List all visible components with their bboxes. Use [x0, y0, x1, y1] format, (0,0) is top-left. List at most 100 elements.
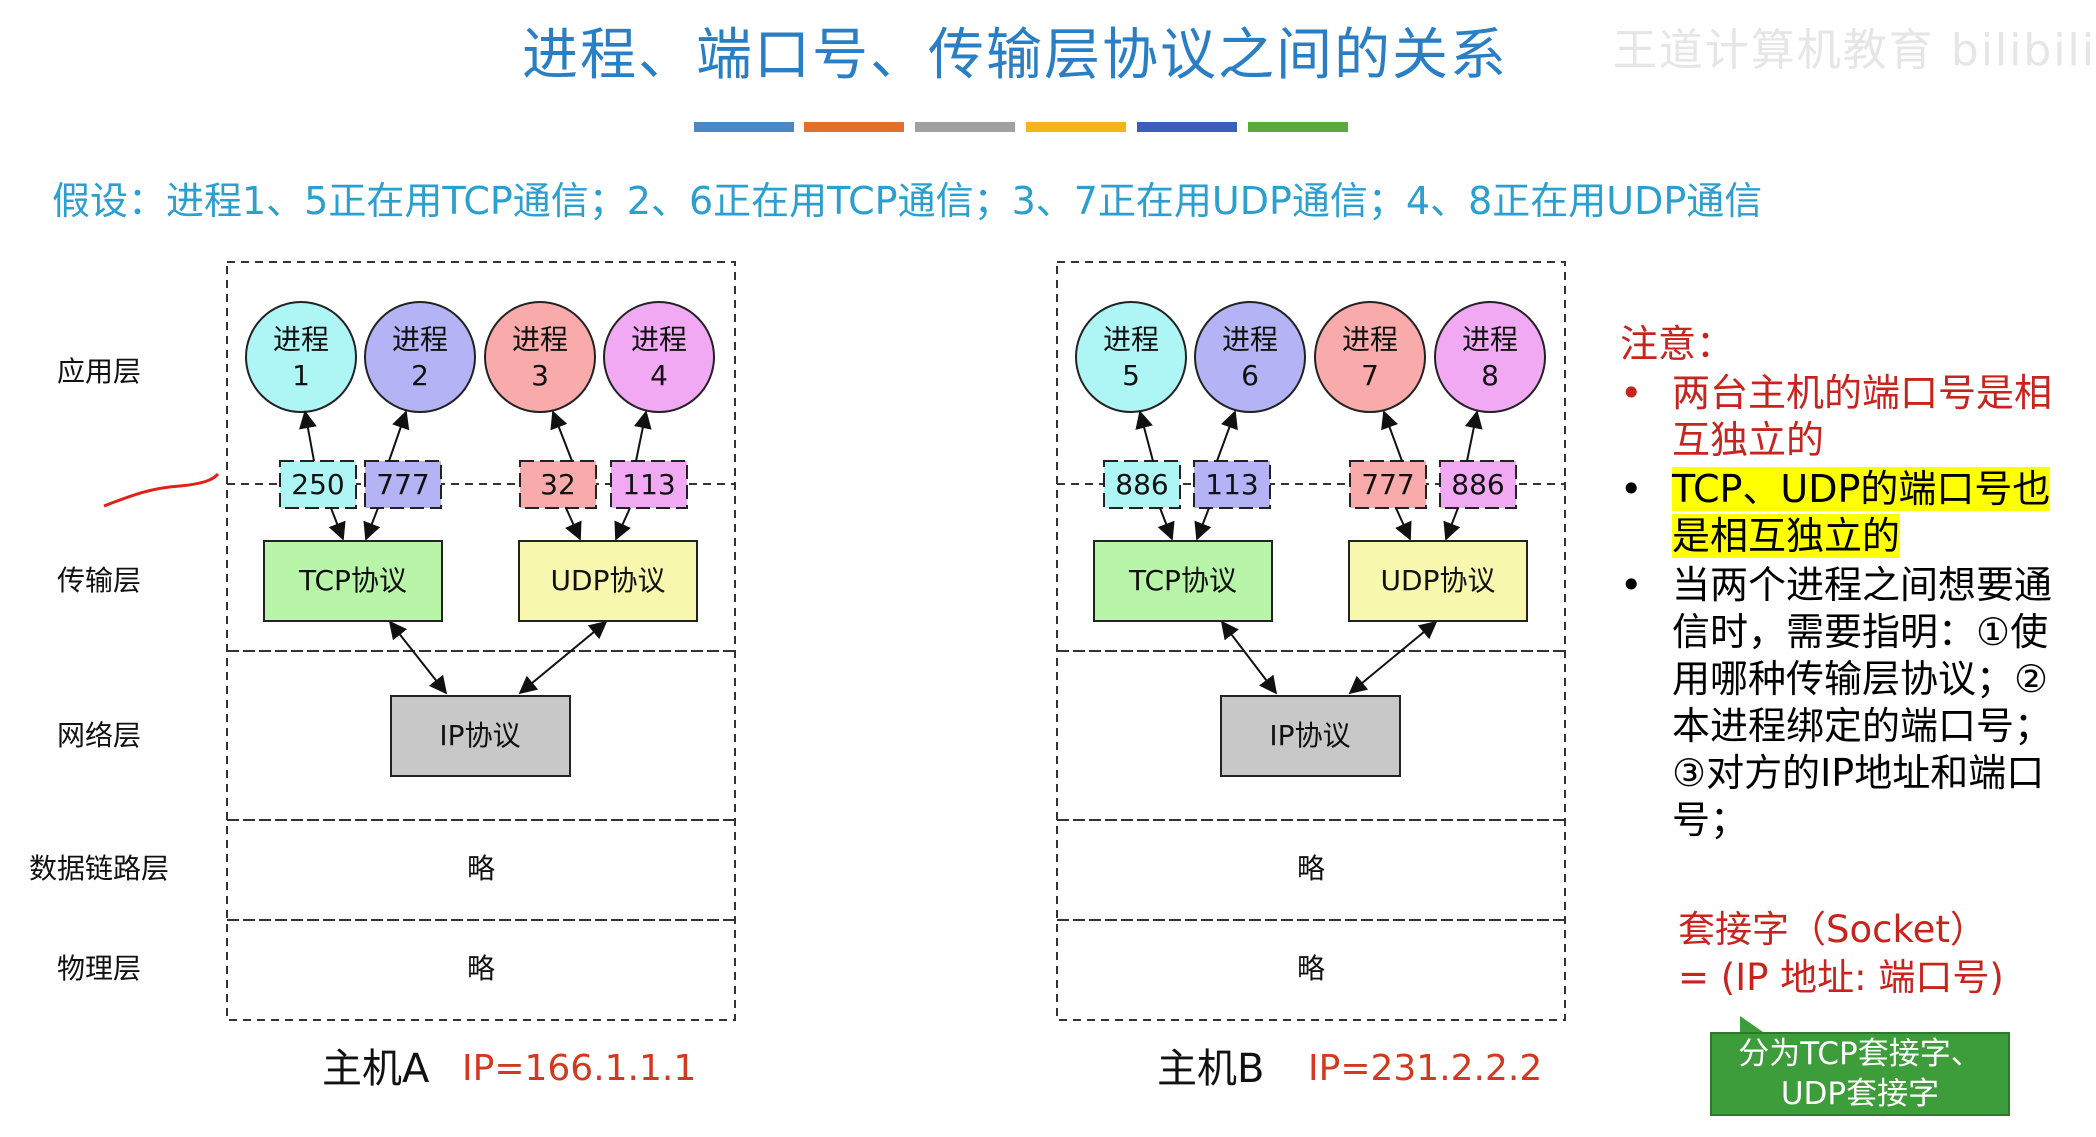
host-ip: IP=231.2.2.2 [1308, 1048, 1542, 1089]
udp-protocol-box: UDP协议 [518, 540, 698, 622]
port-box: 32 [519, 460, 597, 509]
port-box: 113 [1193, 460, 1271, 509]
process-label: 进程 [1462, 323, 1518, 356]
port-number: 113 [1205, 468, 1258, 501]
process-node: 进程 3 [484, 301, 596, 413]
socket-line-1: 套接字（Socket） [1678, 908, 1987, 951]
layer-label-physical: 物理层 [57, 952, 141, 985]
udp-protocol-box: UDP协议 [1348, 540, 1528, 622]
title-bar-4 [1026, 122, 1126, 132]
process-number: 2 [411, 359, 429, 392]
title-bar-6 [1248, 122, 1348, 132]
process-label: 进程 [1222, 323, 1278, 356]
layer-label-application: 应用层 [57, 355, 141, 388]
tcp-protocol-label: TCP协议 [1128, 564, 1237, 597]
port-box: 777 [1349, 460, 1427, 509]
process-number: 4 [650, 359, 668, 392]
arrows-process-port [1135, 410, 1483, 695]
note-text: 两台主机的端口号是相互独立的 [1672, 371, 2053, 462]
host-name: 主机A [322, 1046, 430, 1092]
protocol-diagram: 应用层 传输层 网络层 数据链路层 物理层 进程 1 进程 2 进程 3 进程 [29, 261, 1566, 1092]
port-number: 777 [376, 468, 429, 501]
port-number: 32 [540, 468, 576, 501]
port-box: 113 [610, 460, 688, 509]
host-name: 主机B [1157, 1046, 1264, 1092]
process-number: 5 [1122, 359, 1140, 392]
layer-label-network: 网络层 [57, 719, 141, 752]
udp-protocol-label: UDP协议 [1381, 564, 1496, 597]
host-b: 进程 5 进程 6 进程 7 进程 8 886 113 777 [1056, 261, 1566, 1092]
layer-label-datalink: 数据链路层 [29, 852, 169, 885]
layer-label-transport: 传输层 [57, 564, 141, 597]
assumption-text: 假设：进程1、5正在用TCP通信；2、6正在用TCP通信；3、7正在用UDP通信… [52, 179, 1763, 223]
note-text: 当两个进程之间想要通信时，需要指明：①使用哪种传输层协议；②本进程绑定的端口号；… [1672, 563, 2053, 842]
note-item: • 两台主机的端口号是相互独立的 [1620, 370, 2080, 464]
bullet-icon: • [1620, 467, 1643, 511]
process-label: 进程 [392, 323, 448, 356]
ip-protocol-box: IP协议 [390, 695, 571, 777]
host-b-frame [1056, 261, 1566, 1021]
tcp-protocol-label: TCP协议 [298, 564, 407, 597]
process-label: 进程 [1342, 323, 1398, 356]
notes-heading: 注意： [1620, 322, 1735, 366]
process-node: 进程 1 [245, 301, 357, 413]
watermark: 王道计算机教育 bilibili [1612, 25, 2096, 76]
port-number: 113 [622, 468, 675, 501]
note-text-highlighted: TCP、UDP的端口号也是相互独立的 [1672, 467, 2051, 558]
pen-annotation [103, 472, 220, 508]
note-item: • 当两个进程之间想要通信时，需要指明：①使用哪种传输层协议；②本进程绑定的端口… [1620, 562, 2080, 844]
process-label: 进程 [273, 323, 329, 356]
port-box: 886 [1103, 460, 1181, 509]
arrows-process-port [299, 410, 652, 695]
datalink-omitted: 略 [1297, 852, 1325, 885]
socket-types-callout: 分为TCP套接字、 UDP套接字 [1710, 1032, 2010, 1116]
host-a: 进程 1 进程 2 进程 3 进程 4 250 777 32 [226, 261, 736, 1092]
process-node: 进程 7 [1314, 301, 1426, 413]
process-number: 3 [531, 359, 549, 392]
process-node: 进程 8 [1434, 301, 1546, 413]
port-box: 886 [1439, 460, 1517, 509]
process-label: 进程 [631, 323, 687, 356]
process-node: 进程 6 [1194, 301, 1306, 413]
bullet-icon: • [1620, 563, 1643, 607]
physical-omitted: 略 [1297, 952, 1325, 985]
socket-line-2: = (IP 地址: 端口号) [1678, 956, 2004, 999]
process-label: 进程 [1103, 323, 1159, 356]
host-a-frame [226, 261, 736, 1021]
port-box: 250 [279, 460, 357, 509]
ip-protocol-label: IP协议 [439, 719, 520, 752]
port-box: 777 [364, 460, 442, 509]
tcp-protocol-box: TCP协议 [1093, 540, 1273, 622]
port-number: 886 [1115, 468, 1168, 501]
ip-protocol-label: IP协议 [1269, 719, 1350, 752]
title-bar-1 [694, 122, 794, 132]
physical-omitted: 略 [467, 952, 495, 985]
note-item: • TCP、UDP的端口号也是相互独立的 [1620, 466, 2080, 560]
port-number: 250 [291, 468, 344, 501]
process-node: 进程 5 [1075, 301, 1187, 413]
process-node: 进程 2 [364, 301, 476, 413]
process-node: 进程 4 [603, 301, 715, 413]
ip-protocol-box: IP协议 [1220, 695, 1401, 777]
page-title: 进程、端口号、传输层协议之间的关系 [522, 23, 1508, 88]
callout-line-2: UDP套接字 [1780, 1076, 1940, 1112]
process-label: 进程 [512, 323, 568, 356]
process-number: 8 [1481, 359, 1499, 392]
process-number: 1 [292, 359, 310, 392]
socket-definition: 套接字（Socket） = (IP 地址: 端口号) [1678, 906, 2004, 1002]
callout-pointer [1740, 1016, 1766, 1034]
process-number: 6 [1241, 359, 1259, 392]
datalink-omitted: 略 [467, 852, 495, 885]
process-number: 7 [1361, 359, 1379, 392]
callout-line-1: 分为TCP套接字、 [1738, 1036, 1982, 1072]
tcp-protocol-box: TCP协议 [263, 540, 443, 622]
title-bar-5 [1137, 122, 1237, 132]
title-bar-3 [915, 122, 1015, 132]
notes-panel: 注意： • 两台主机的端口号是相互独立的 • TCP、UDP的端口号也是相互独立… [1620, 318, 2080, 846]
bullet-icon: • [1620, 371, 1643, 415]
host-ip: IP=166.1.1.1 [462, 1048, 696, 1089]
udp-protocol-label: UDP协议 [551, 564, 666, 597]
title-bar-2 [804, 122, 904, 132]
port-number: 886 [1451, 468, 1504, 501]
port-number: 777 [1361, 468, 1414, 501]
